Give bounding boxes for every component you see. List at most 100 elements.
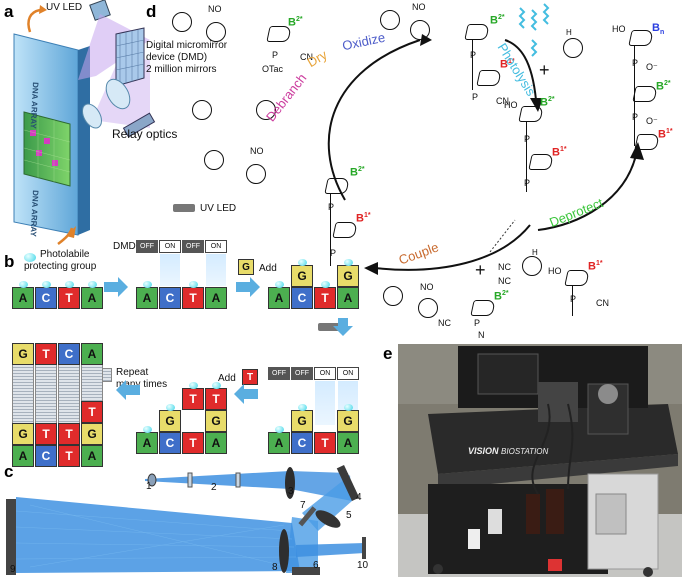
initial-base-a: A (81, 287, 103, 309)
cycle-arrow-deprotect (537, 154, 637, 231)
tt-row-base-base-a: A (205, 432, 227, 454)
repeat-line1: Repeat (116, 367, 149, 378)
initial-base-t: T (58, 287, 80, 309)
ho-label-3: HO (548, 266, 562, 276)
add-g-label: Add (259, 263, 277, 274)
otac-label: OTac (262, 64, 284, 74)
dotted-connector (489, 219, 516, 253)
mirror (122, 112, 156, 138)
instrument-photo: VISION BIOSTATION (398, 344, 682, 577)
imidazole-h: H (566, 28, 572, 37)
nitrophenyl-ring-3 (246, 164, 266, 184)
phosphate-chain-2 (472, 40, 474, 90)
initial-photolabile-bead (19, 281, 28, 288)
final-lower-g: G (12, 423, 34, 445)
t-row-top-photolabile-bead (344, 404, 353, 411)
p-label-s: P (570, 294, 577, 304)
cn-label-1: CN (300, 52, 313, 62)
component-number-4: 4 (356, 492, 362, 503)
model-text: BIOSTATION (501, 447, 549, 456)
beam-rays (15, 504, 297, 568)
g-row-photolabile-bead (321, 281, 330, 288)
photolabile-line1: Photolabile (40, 249, 90, 260)
final-top-a: A (81, 343, 103, 365)
p-label-b: P (474, 318, 481, 328)
dna-array-text-top: DNA ARRAY (29, 82, 40, 130)
b1-label-2-sup: 1* (507, 58, 515, 65)
dmd-label-line1: Digital micromirror (146, 40, 228, 51)
component-number-9: 9 (10, 564, 16, 575)
uv-beam (160, 254, 180, 286)
bn-label: Bn (652, 22, 665, 37)
add-t-label: Add (218, 373, 236, 384)
beam-to-7 (302, 475, 352, 531)
photolabile-bead-legend (24, 253, 36, 262)
tt-row-base-base-t: T (182, 432, 204, 454)
beam-main (16, 497, 300, 573)
optical-path-diagram (6, 464, 366, 575)
tt-row-t-photolabile-bead (212, 382, 221, 389)
g-row-base-base-a: A (337, 287, 359, 309)
component-6-dmd (292, 567, 320, 575)
component-number-7: 7 (300, 500, 306, 511)
no2-group-3: NO (250, 146, 264, 156)
uv-led-icon-2 (318, 323, 340, 331)
oligo-stack (12, 365, 34, 423)
tt-row-g-base-g: G (159, 410, 181, 432)
b2-label-1: B2* (288, 16, 303, 29)
final-lower-t: T (58, 423, 80, 445)
p-label-r2: P (632, 112, 639, 122)
phosphate-chain-m (526, 122, 528, 192)
component-2-lens (187, 472, 193, 488)
exposed-base-a: A (205, 287, 227, 309)
photolabile-line2: protecting group (24, 261, 97, 272)
b2-label-m-sup: 2* (547, 96, 555, 103)
b1-label-r-sup: 1* (665, 128, 673, 135)
dmd-mirror-off: OFF (136, 240, 158, 253)
o-minus-1: O⁻ (646, 62, 658, 72)
panel-d-letter: d (146, 2, 157, 21)
t-row-base-base-a: A (337, 432, 359, 454)
flow-arrow-out (27, 8, 41, 33)
flow-cell-side (78, 46, 90, 235)
dmd-mirror-off: OFF (268, 367, 290, 380)
relay-lens-1 (105, 78, 131, 110)
ho-label-2: HO (504, 100, 518, 110)
cn-label-2: CN (496, 96, 509, 106)
arrow-left-1 (234, 384, 258, 404)
tt-row-g-base-g: G (205, 410, 227, 432)
chip-grid (23, 116, 71, 182)
b2-label-m: B2* (540, 96, 555, 109)
p-label-3: P (472, 92, 479, 102)
b-uv-led-label: UV LED (200, 203, 237, 214)
brand-text: VISION (468, 446, 499, 456)
dna-array-text-bottom: DNA ARRAY (29, 190, 40, 238)
brand-label: VISION BIOSTATION (468, 446, 548, 456)
component-8-lens (279, 529, 289, 573)
tt-row-photolabile-bead (166, 404, 175, 411)
panel-a-illustration: DNA ARRAY DNA ARRAY (13, 0, 156, 245)
benzoyl-ring-3 (204, 150, 224, 170)
initial-photolabile-bead (88, 281, 97, 288)
b2-label-r-sup: 2* (663, 80, 671, 87)
chip-spot (52, 160, 58, 166)
chemistry-cycle (327, 3, 644, 275)
component-3-lens (285, 467, 295, 499)
act-h: H (532, 248, 538, 257)
final-base-a: A (81, 445, 103, 467)
tbutylphenyl-ring-2 (256, 100, 276, 120)
panel-e-letter: e (383, 344, 393, 363)
no2-group: NO (208, 4, 222, 14)
t-row-top-base-g: G (291, 410, 313, 432)
component-4-mirror (336, 464, 360, 502)
nc-label-act-1: NC (498, 262, 511, 272)
chip-spot (44, 138, 50, 144)
final-base-a: A (12, 445, 34, 467)
tbutylphenyl-ring-1 (192, 100, 212, 120)
final-base-c: C (35, 445, 57, 467)
component-5-lens (315, 510, 341, 528)
t-row-photolabile-bead (275, 426, 284, 433)
panel-b-letter: b (4, 252, 15, 271)
p-label-l1: P (328, 202, 335, 212)
t-row-base-base-c: C (291, 432, 313, 454)
